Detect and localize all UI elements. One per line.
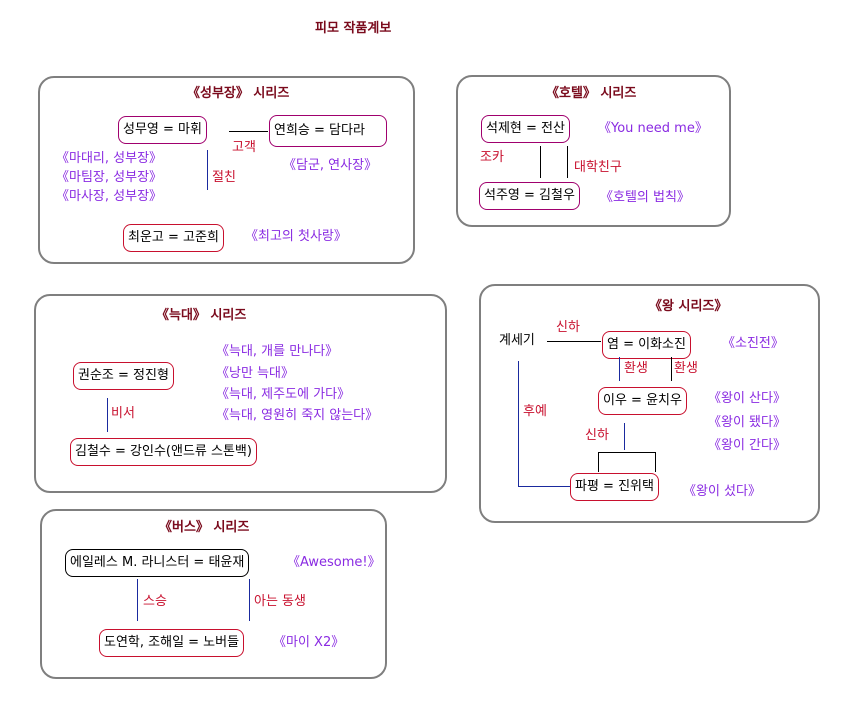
relation-teacher: 스승 [143, 594, 167, 609]
panel-title-sungbujang: 《성부장》 시리즈 [187, 86, 290, 101]
work-title: 《마이 X2》 [273, 635, 345, 650]
work-title: 《늑대, 개를 만나다》 [216, 344, 339, 359]
work-title: 《소진전》 [722, 336, 784, 351]
relation-reincarnation: 환생 [624, 361, 648, 376]
connector-junior [249, 579, 250, 621]
relation-client: 고객 [232, 140, 256, 155]
connector-vassal-mid [624, 423, 625, 450]
relation-best-friend: 절친 [212, 170, 236, 185]
node-seok-ju-young: 석주영 = 김철우 [479, 182, 580, 210]
page-title: 피모 작품계보 [315, 21, 392, 36]
work-title: 《호텔의 법칙》 [600, 190, 690, 205]
work-title: 《낭만 늑대》 [216, 366, 294, 381]
work-title: 《늑대, 제주도에 가다》 [216, 387, 351, 402]
node-choi-woon-go: 최운고 = 고준희 [123, 224, 224, 252]
connector-branch-right [655, 452, 656, 472]
work-title: 《왕이 간다》 [708, 438, 786, 453]
panel-title-bus: 《버스》 시리즈 [159, 520, 250, 535]
connector-reincarnation-1 [619, 357, 620, 381]
work-title: 《늑대, 영원히 죽지 않는다》 [216, 408, 379, 423]
work-title: 《왕이 섰다》 [683, 484, 761, 499]
work-title: 《담군, 연사장》 [283, 158, 378, 173]
connector-client [229, 131, 268, 132]
connector-descendant [518, 361, 519, 486]
node-yeom: 염 = 이화소진 [602, 331, 691, 359]
work-title: 《Awesome!》 [287, 555, 381, 570]
connector-nephew [540, 146, 541, 178]
relation-vassal: 신하 [556, 320, 580, 335]
node-kim-cheol-soo: 김철수 = 강인수(앤드류 스톤백) [70, 438, 257, 466]
node-yeon-hee-seung: 연희승 = 담다라 [269, 115, 387, 147]
panel-title-king: 《왕 시리즈》 [649, 299, 728, 314]
connector-friend [207, 150, 208, 190]
connector-secretary [107, 398, 108, 432]
connector-college-friend [567, 146, 568, 178]
connector-branch-left [598, 452, 599, 472]
relation-secretary: 비서 [111, 406, 135, 421]
relation-college-friend: 대학친구 [574, 160, 622, 175]
connector-descendant-horizontal [518, 486, 570, 487]
node-pa-pyeong: 파평 = 진위택 [570, 473, 659, 501]
connector-vassal [547, 341, 601, 342]
node-kwon-soon-jo: 권순조 = 정진형 [73, 362, 174, 390]
relation-vassal: 신하 [585, 428, 609, 443]
person-gye-se-gi: 계세기 [499, 333, 535, 348]
work-title: 《You need me》 [598, 121, 708, 136]
panel-sungbujang-series [38, 76, 415, 264]
work-title: 《마사장, 성부장》 [56, 189, 163, 204]
connector-reincarnation-2 [671, 357, 672, 381]
node-seok-je-hyun: 석제현 = 전산 [481, 115, 570, 143]
relation-descendant: 후예 [523, 404, 547, 419]
panel-title-wolf: 《늑대》 시리즈 [156, 308, 247, 323]
work-title: 《마대리, 성부장》 [56, 151, 163, 166]
node-seong-mu-young: 성무영 = 마휘 [118, 116, 207, 144]
work-title: 《왕이 됐다》 [708, 415, 786, 430]
node-do-yeon-hak: 도연학, 조해일 = 노버들 [99, 629, 245, 657]
relation-nephew: 조카 [480, 150, 504, 165]
work-title: 《왕이 산다》 [708, 391, 786, 406]
panel-title-hotel: 《호텔》 시리즈 [546, 86, 637, 101]
node-ailes-lannister: 에일레스 M. 라니스터 = 태윤재 [65, 549, 250, 577]
relation-junior: 아는 동생 [254, 594, 306, 609]
connector-branch [598, 452, 655, 453]
connector-teacher [137, 579, 138, 621]
work-title: 《마팀장, 성부장》 [56, 170, 163, 185]
node-iu: 이우 = 윤치우 [598, 387, 687, 415]
work-title: 《최고의 첫사랑》 [245, 229, 347, 244]
relation-reincarnation: 환생 [674, 361, 698, 376]
